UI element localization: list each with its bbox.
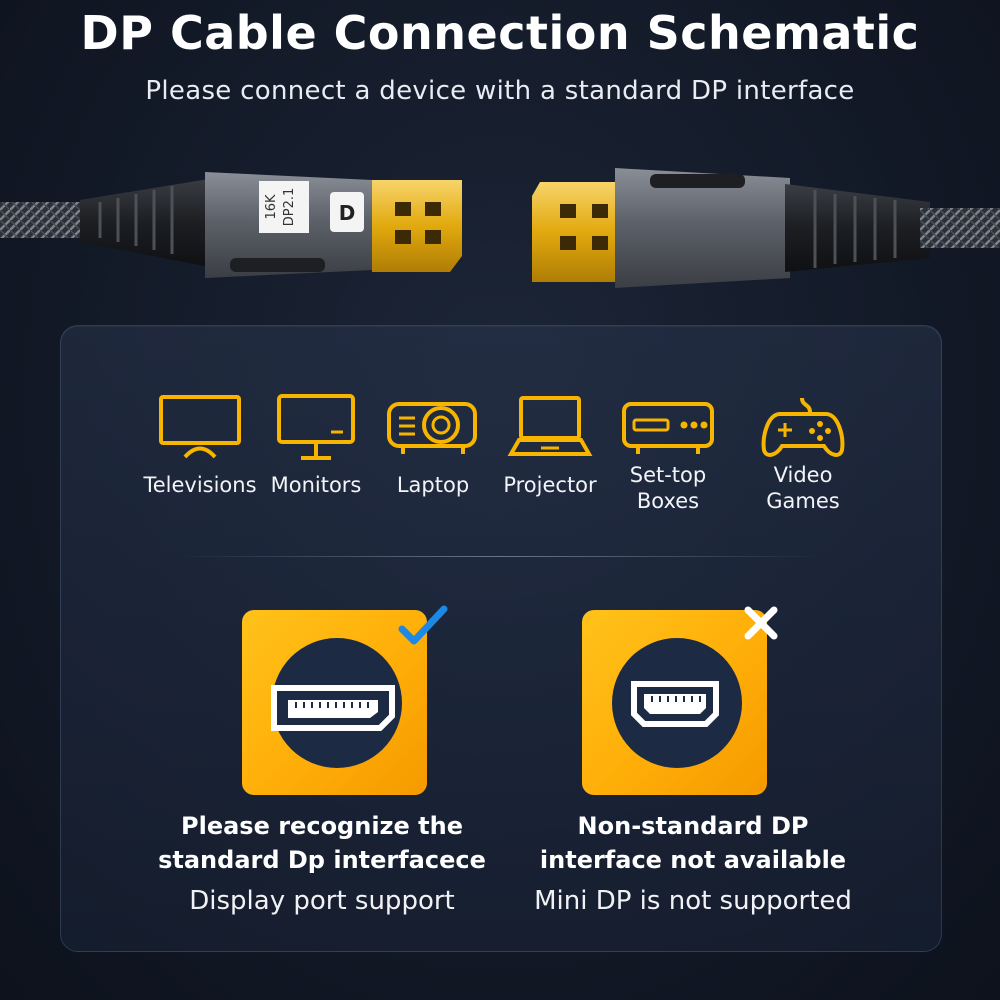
standard-dp-port-icon — [271, 685, 395, 731]
section-divider — [175, 556, 825, 557]
gamepad-icon — [761, 397, 845, 457]
compatibility-panel — [60, 325, 942, 952]
device-label: Monitors — [270, 473, 362, 497]
device-label: Televisions — [143, 473, 257, 497]
page-title: DP Cable Connection Schematic — [80, 6, 920, 60]
device-laptop: Laptop — [368, 392, 498, 498]
standard-dp-card — [242, 610, 427, 795]
left-dp-plug: 16K DP2.1 D — [0, 172, 462, 278]
projector-icon — [387, 402, 477, 454]
plug-spec-dp21: DP2.1 — [282, 188, 297, 227]
set-top-box-icon — [622, 402, 714, 454]
checkmark-icon — [398, 605, 448, 645]
device-label: Video Games — [766, 463, 840, 513]
device-label: Set-top Boxes — [629, 463, 707, 513]
device-televisions: Televisions — [135, 392, 265, 498]
device-projector: Projector — [485, 392, 615, 498]
monitor-icon — [277, 394, 355, 460]
mini-dp-card — [582, 610, 767, 795]
device-monitors: Monitors — [251, 392, 381, 498]
laptop-icon — [507, 396, 593, 456]
unsupported-caption-note: Mini DP is not supported — [534, 886, 852, 916]
displayport-logo-icon: D — [339, 201, 356, 225]
device-label: Laptop — [396, 473, 470, 497]
mini-dp-port-icon — [631, 681, 719, 727]
unsupported-caption-title: Non-standard DP interface not available — [539, 812, 847, 874]
supported-caption-title: Please recognize the standard Dp interfa… — [158, 812, 486, 874]
page-subtitle: Please connect a device with a standard … — [145, 76, 855, 106]
television-icon — [159, 395, 241, 459]
cross-icon — [744, 606, 778, 640]
dp-cable-illustration: 16K DP2.1 D — [0, 168, 1000, 288]
device-set-top-boxes: Set-top Boxes — [603, 392, 733, 514]
supported-caption-note: Display port support — [189, 886, 455, 916]
device-video-games: Video Games — [738, 392, 868, 514]
right-dp-plug — [532, 168, 1000, 288]
plug-spec-16k: 16K — [264, 194, 279, 220]
device-label: Projector — [503, 473, 597, 497]
